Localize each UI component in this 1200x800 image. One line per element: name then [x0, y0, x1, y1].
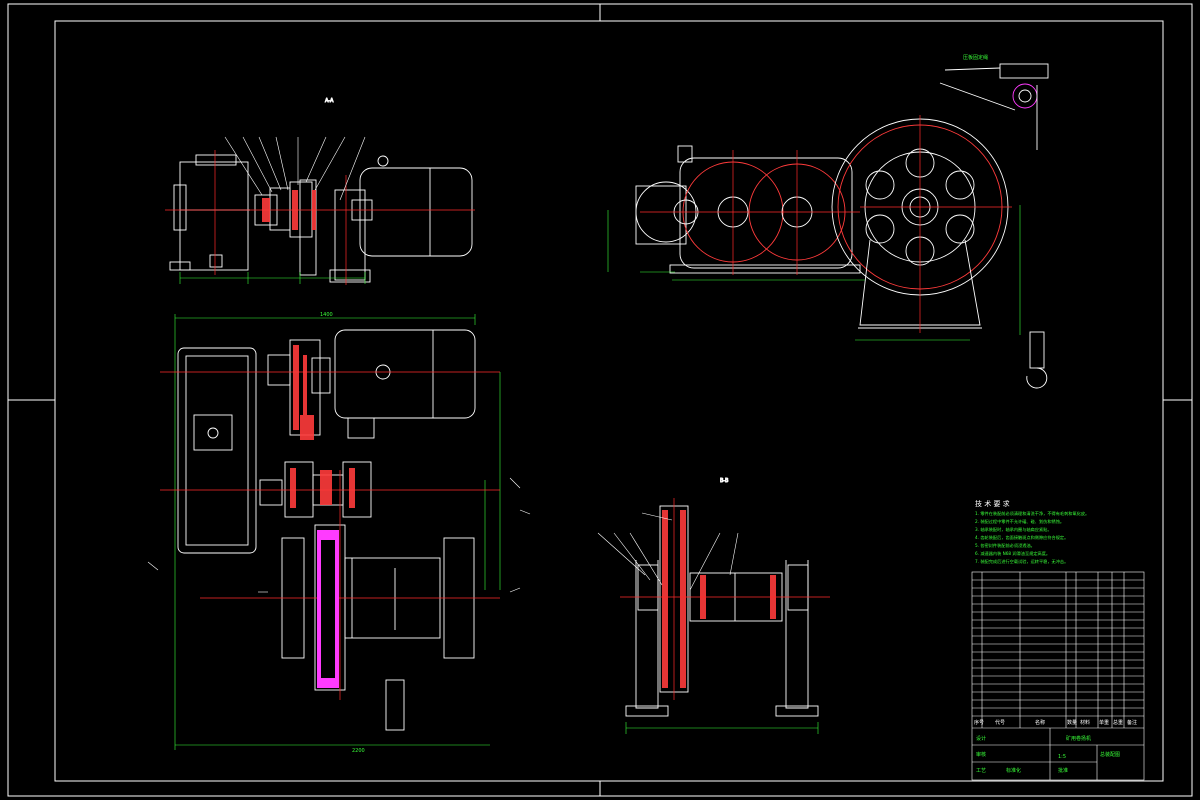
svg-text:批准: 批准 — [1058, 767, 1068, 774]
svg-text:总重: 总重 — [1113, 719, 1123, 726]
svg-text:单重: 单重 — [1099, 719, 1109, 726]
svg-text:备注: 备注 — [1127, 719, 1137, 726]
svg-text:设计: 设计 — [976, 735, 986, 742]
svg-text:代号: 代号 — [995, 719, 1005, 726]
drawing-number: 总装配图 — [1100, 751, 1120, 758]
svg-text:名称: 名称 — [1035, 719, 1045, 726]
rope-plate-label: 压板固定绳 — [963, 54, 988, 61]
parts-list-header: 序号 代号 名称 数量 材料 单重 总重 备注 — [974, 719, 1137, 726]
dim-plan-top: 1400 — [320, 312, 333, 318]
svg-text:2. 装配过程中零件不允许磕、碰、划伤和锈蚀。: 2. 装配过程中零件不允许磕、碰、划伤和锈蚀。 — [975, 518, 1064, 525]
svg-text:3. 轴承装配时，轴承内圈与轴肩应紧贴。: 3. 轴承装配时，轴承内圈与轴肩应紧贴。 — [975, 526, 1052, 533]
svg-text:数量: 数量 — [1067, 719, 1077, 726]
view-b-b: B-B — [625, 478, 819, 734]
drawing-frame — [7, 3, 1193, 797]
view-side — [607, 63, 1049, 389]
view-a-label: A-A — [325, 98, 334, 104]
svg-text:审核: 审核 — [976, 751, 986, 758]
balloon-leaders-b — [597, 512, 739, 591]
dim-plan-bottom: 2200 — [352, 748, 365, 754]
svg-text:7. 装配完成后进行空载试验，运转平稳，无冲击。: 7. 装配完成后进行空载试验，运转平稳，无冲击。 — [975, 558, 1068, 565]
drawing-name: 矿用卷扬机 — [1066, 735, 1091, 742]
title-block: 矿用卷扬机 总装配图 1:5 设计 审核 工艺 标准化 批准 — [976, 735, 1120, 774]
svg-text:6. 减速器内装 N68 润滑油至规定高度。: 6. 减速器内装 N68 润滑油至规定高度。 — [975, 550, 1050, 557]
view-b-label: B-B — [720, 478, 729, 484]
svg-text:标准化: 标准化 — [1006, 767, 1021, 774]
drawing-scale: 1:5 — [1058, 754, 1066, 760]
svg-text:5. 各密封件装配前必须浸透油。: 5. 各密封件装配前必须浸透油。 — [975, 542, 1035, 549]
view-a-a: A-A — [169, 98, 473, 284]
svg-text:工艺: 工艺 — [976, 768, 986, 774]
section-marks-plan — [147, 477, 531, 593]
svg-text:材料: 材料 — [1080, 719, 1090, 726]
tech-title: 技 术 要 求 — [975, 499, 1010, 508]
svg-text:序号: 序号 — [974, 719, 984, 726]
balloon-leaders-a — [224, 136, 366, 201]
svg-text:4. 齿轮装配后，齿面接触斑点和侧隙应符合规定。: 4. 齿轮装配后，齿面接触斑点和侧隙应符合规定。 — [975, 534, 1068, 541]
svg-text:1. 零件在装配前必须清理和清洗干净，不得有毛刺和氧化皮。: 1. 零件在装配前必须清理和清洗干净，不得有毛刺和氧化皮。 — [975, 510, 1089, 517]
tech-notes: 技 术 要 求 1. 零件在装配前必须清理和清洗干净，不得有毛刺和氧化皮。 2.… — [975, 499, 1089, 565]
parts-list — [971, 571, 1145, 781]
